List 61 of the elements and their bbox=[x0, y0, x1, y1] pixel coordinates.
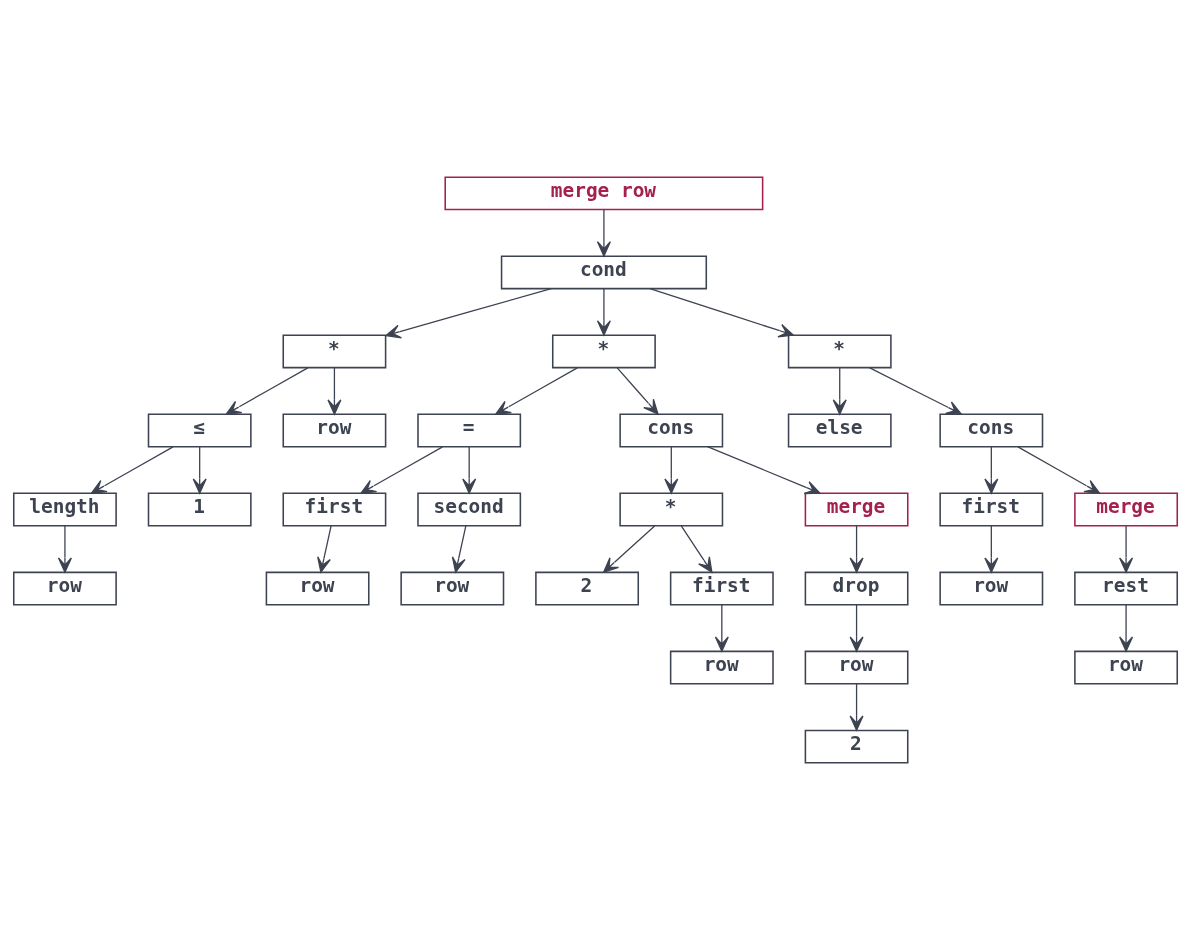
node-box: first bbox=[282, 492, 387, 526]
arrow bbox=[495, 366, 578, 415]
node-box: row bbox=[265, 571, 370, 606]
node-box: row bbox=[282, 413, 387, 447]
node-box: row bbox=[12, 571, 117, 606]
arrow bbox=[706, 445, 821, 494]
node-box: cons bbox=[619, 413, 724, 447]
arrow bbox=[1119, 524, 1134, 573]
node-box: merge row bbox=[444, 175, 764, 210]
arrow bbox=[596, 287, 611, 336]
arrow bbox=[192, 445, 207, 494]
node-box: ≤ bbox=[147, 413, 252, 447]
arrow bbox=[849, 603, 864, 652]
node-box: else bbox=[787, 413, 892, 447]
arrow bbox=[664, 445, 679, 494]
arrow bbox=[714, 603, 729, 652]
arrow bbox=[616, 366, 659, 415]
node-box: merge bbox=[804, 492, 909, 526]
arrow bbox=[868, 366, 962, 415]
arrow bbox=[57, 524, 72, 573]
arrow bbox=[984, 445, 999, 494]
arrow bbox=[90, 445, 174, 494]
node-box: first bbox=[669, 571, 774, 606]
arrow bbox=[849, 524, 864, 573]
node-box: merge bbox=[1074, 492, 1179, 526]
arrow bbox=[327, 366, 342, 415]
node-box: drop bbox=[804, 571, 909, 606]
node-box: = bbox=[417, 413, 522, 447]
arrow bbox=[596, 208, 611, 257]
arrow bbox=[317, 524, 332, 573]
node-box: row bbox=[1074, 650, 1179, 685]
node-box: row bbox=[669, 650, 774, 685]
node-box: * bbox=[787, 333, 892, 368]
arrow bbox=[984, 524, 999, 573]
arrow bbox=[849, 682, 864, 731]
node-box: row bbox=[400, 571, 505, 606]
node-box: 2 bbox=[535, 571, 640, 606]
arrow bbox=[603, 524, 656, 573]
node-box: * bbox=[619, 492, 724, 526]
arrow bbox=[680, 524, 713, 573]
node-box: length bbox=[12, 492, 117, 526]
arrow bbox=[1119, 603, 1134, 652]
arrow bbox=[1017, 445, 1101, 494]
arrow bbox=[832, 366, 847, 415]
node-box: row bbox=[939, 571, 1044, 606]
node-box: second bbox=[417, 492, 522, 526]
arrow bbox=[360, 445, 444, 494]
arrow bbox=[451, 524, 467, 573]
node-box: * bbox=[551, 333, 656, 368]
node-box: rest bbox=[1074, 571, 1179, 606]
node-box: 1 bbox=[147, 492, 252, 526]
node-box: * bbox=[282, 333, 387, 368]
node-box: cons bbox=[939, 413, 1044, 447]
node-box: row bbox=[804, 650, 909, 685]
node-box: first bbox=[939, 492, 1044, 526]
arrow bbox=[385, 287, 552, 338]
arrow bbox=[225, 366, 309, 415]
arrow bbox=[649, 287, 795, 337]
node-box: 2 bbox=[804, 729, 909, 764]
arrow bbox=[462, 445, 477, 494]
node-box: cond bbox=[500, 254, 708, 289]
